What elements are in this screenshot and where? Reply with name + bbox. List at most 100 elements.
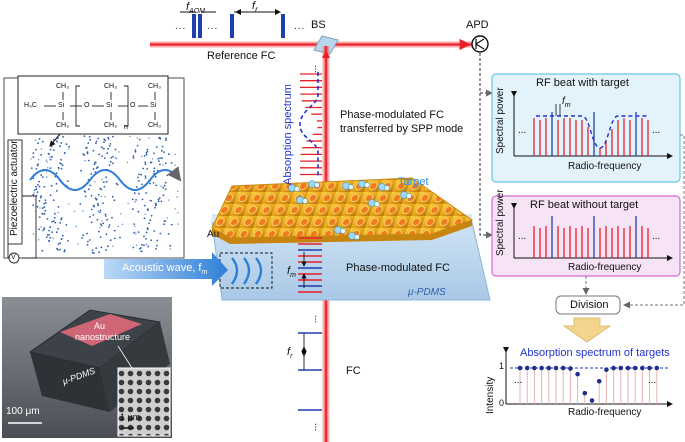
- polymer-dot: [166, 217, 168, 219]
- polymer-dot: [36, 205, 39, 208]
- polymer-dot: [112, 135, 114, 138]
- chem-h3c: H₃C: [24, 102, 37, 109]
- polymer-dot: [49, 167, 52, 170]
- polymer-dot: [96, 218, 99, 221]
- v-label: V: [11, 254, 16, 261]
- polymer-dot: [98, 251, 100, 254]
- target-molecule: [348, 184, 354, 190]
- polymer-dot: [158, 160, 160, 163]
- target-molecules: [288, 180, 412, 240]
- polymer-dot: [155, 184, 158, 187]
- polymer-dot: [42, 228, 45, 231]
- polymer-dot: [89, 184, 91, 187]
- polymer-dot: [63, 250, 66, 253]
- chem-ch3: CH₃: [104, 83, 117, 90]
- chem-ch3: CH₃: [56, 83, 69, 90]
- polymer-dot: [134, 201, 136, 203]
- result-y-zero: 0: [499, 398, 505, 408]
- ref-dots-mid: ...: [207, 21, 219, 32]
- chem-o: O: [130, 102, 136, 109]
- polymer-dot: [30, 167, 33, 170]
- polymer-dot: [83, 135, 86, 138]
- polymer-dot: [135, 199, 138, 201]
- target-molecule: [302, 198, 308, 204]
- sem-nano-label: nanostructure: [75, 332, 131, 342]
- polymer-dot: [105, 249, 107, 251]
- polymer-dot: [57, 243, 60, 246]
- polymer-dot: [157, 198, 160, 201]
- polymer-dot: [99, 226, 101, 229]
- polymer-dot: [38, 180, 40, 183]
- polymer-dot: [93, 205, 95, 208]
- polymer-dot: [143, 204, 146, 207]
- polymer-dot: [39, 207, 41, 209]
- target-molecule: [296, 196, 304, 204]
- polymer-dot: [98, 230, 100, 233]
- polymer-dot: [41, 230, 44, 232]
- polymer-dot: [60, 218, 63, 221]
- polymer-dot: [48, 239, 51, 242]
- polymer-dot: [93, 163, 96, 166]
- polymer-dot: [146, 228, 149, 231]
- polymer-dot: [32, 152, 35, 155]
- polymer-dot: [161, 150, 163, 152]
- polymer-dot: [80, 169, 82, 172]
- with-target-spectrum: [533, 112, 649, 156]
- absorption-spectrum-label: Absorption spectrum: [282, 84, 294, 185]
- polymer-dot: [41, 212, 44, 215]
- polymer-dot: [141, 198, 144, 201]
- polymer-dot: [169, 244, 172, 247]
- polymer-dot: [73, 210, 76, 213]
- result-y-label: Intensity: [485, 376, 496, 414]
- polymer-dot: [92, 168, 95, 170]
- polymer-dot: [105, 176, 107, 179]
- result-point: [546, 365, 552, 371]
- polymer-dot: [99, 211, 101, 214]
- polymer-dot: [97, 203, 99, 205]
- polymer-dot: [56, 247, 58, 250]
- polymer-dot: [157, 158, 160, 160]
- chem-ch3: CH₃: [148, 83, 161, 90]
- chem-si: Si: [150, 102, 157, 109]
- polymer-dot: [136, 186, 138, 188]
- polymer-dot: [161, 157, 163, 160]
- chem-n: n: [124, 124, 128, 131]
- polymer-dot: [50, 145, 53, 148]
- polymer-dot: [100, 195, 102, 198]
- comb-dots-top: ...: [312, 64, 324, 74]
- polymer-dot: [87, 240, 89, 243]
- polymer-dot: [162, 164, 164, 166]
- polymer-dot: [94, 197, 97, 200]
- division-box: [555, 295, 621, 315]
- polymer-dot: [37, 142, 39, 145]
- target-molecule: [348, 232, 356, 240]
- chem-ch3: CH₃: [148, 122, 161, 129]
- polymer-dot: [144, 213, 146, 215]
- polymer-dot: [174, 164, 176, 167]
- polymer-dot: [149, 199, 151, 202]
- polymer-dot: [89, 216, 91, 218]
- with-fm-label: fm: [562, 96, 571, 110]
- polymer-dot: [49, 226, 52, 229]
- polymer-dot: [53, 138, 55, 141]
- polymer-dot: [43, 186, 46, 188]
- polymer-dot: [40, 195, 42, 198]
- polymer-dot: [149, 161, 152, 164]
- polymer-dot: [91, 249, 94, 252]
- target-molecule: [368, 199, 376, 207]
- mu-pdms-label: μ-PDMS: [408, 287, 446, 298]
- polymer-dot: [100, 224, 103, 227]
- polymer-dot: [97, 210, 100, 213]
- result-point: [611, 365, 616, 371]
- polymer-dot: [145, 231, 148, 234]
- ref-dots-right: ...: [294, 21, 306, 32]
- polymer-dot: [56, 141, 59, 143]
- polymer-dot: [158, 197, 161, 200]
- polymer-dot: [109, 143, 112, 145]
- polymer-dot: [86, 243, 89, 246]
- polymer-dot: [39, 196, 42, 199]
- polymer-dot: [104, 213, 107, 216]
- polymer-dot: [155, 146, 158, 148]
- sem-pdms-side: [30, 352, 110, 412]
- polymer-dot: [167, 233, 170, 235]
